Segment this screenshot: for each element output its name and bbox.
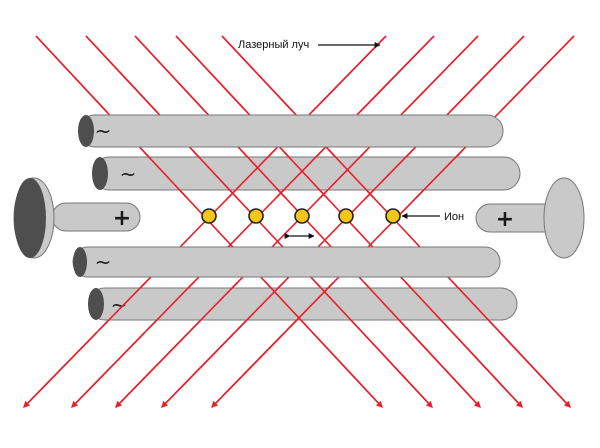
rod-lower-front: ~ (88, 287, 518, 321)
ion (294, 208, 310, 224)
rod-symbol: ~ (120, 162, 137, 186)
ion-label: Ион (444, 211, 464, 223)
electrode-right: + (475, 177, 585, 259)
rod-symbol: ~ (95, 250, 112, 274)
plus-symbol: + (496, 207, 514, 232)
rod-symbol: ~ (95, 119, 112, 143)
rod-upper-front: ~ (92, 156, 521, 191)
rod-upper-back: ~ (78, 114, 504, 148)
ion-callout: Ион (401, 211, 464, 223)
ion (201, 208, 217, 224)
ion-chain (201, 208, 401, 224)
electrode-left: + (13, 177, 141, 259)
ion (248, 208, 264, 224)
plus-symbol: + (113, 206, 131, 231)
ion (338, 208, 354, 224)
rod-symbol: ~ (111, 293, 128, 317)
laser-beam-label: Лазерный луч (238, 39, 309, 51)
laser-beam-callout: Лазерный луч (238, 39, 381, 51)
rod-lower-back: ~ (72, 246, 501, 278)
ion (385, 208, 401, 224)
